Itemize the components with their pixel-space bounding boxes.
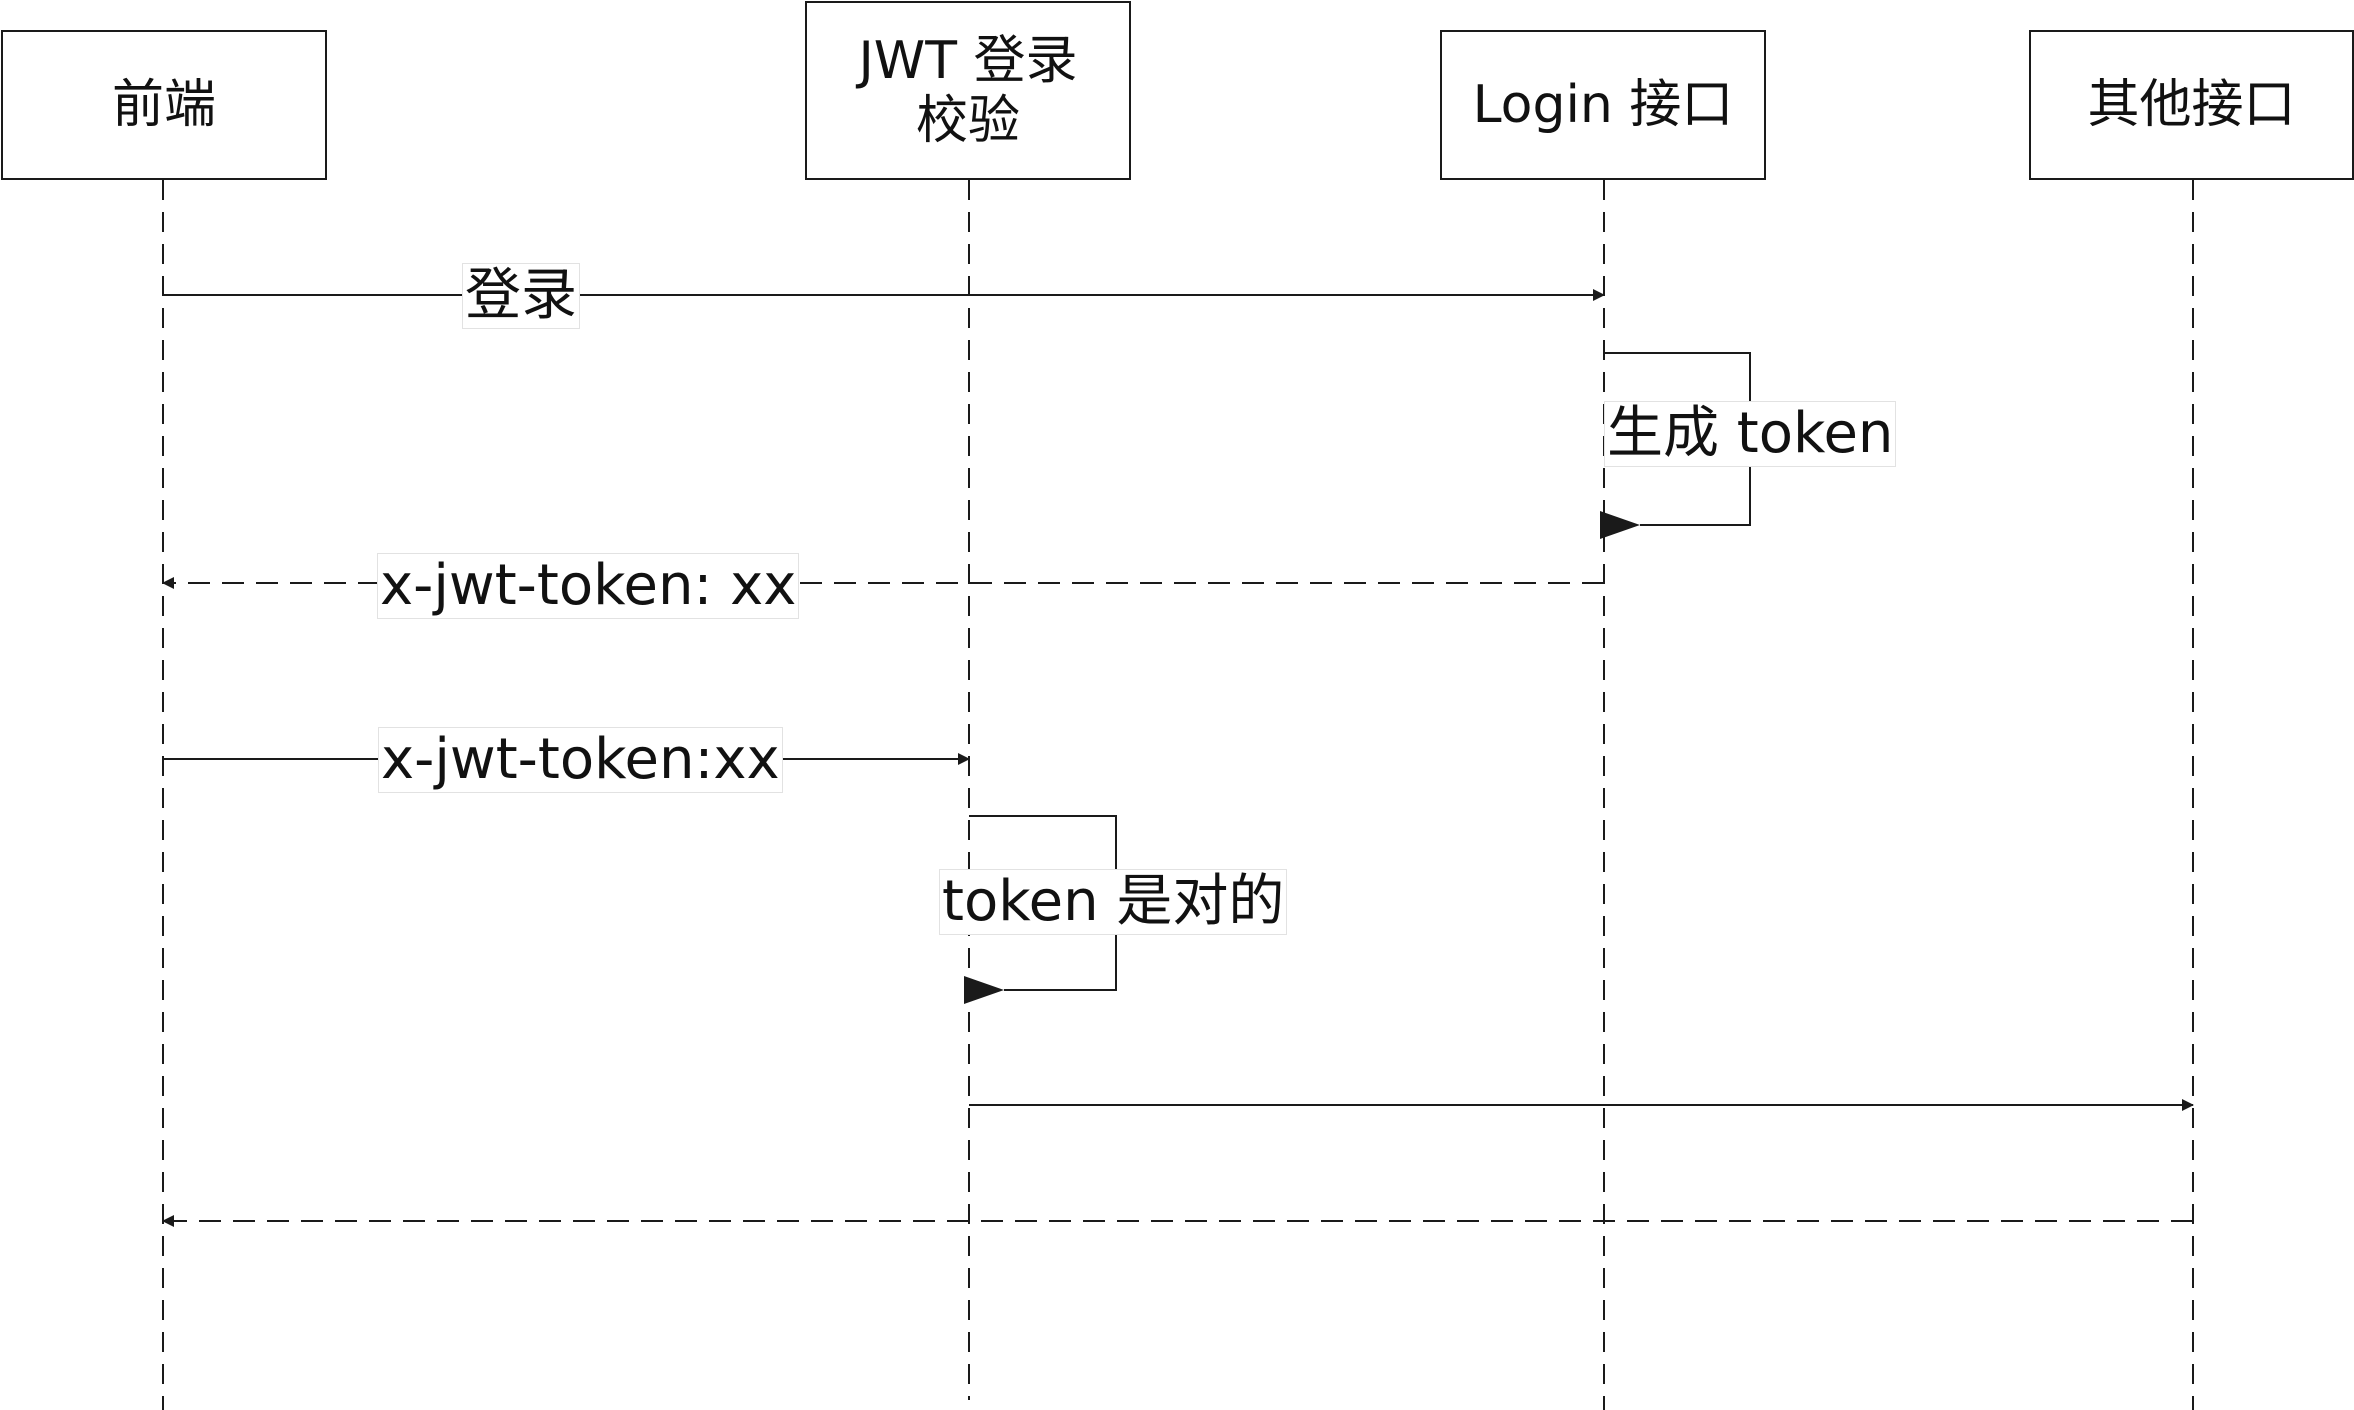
participant-jwt-label-line1: JWT 登录 <box>858 30 1078 91</box>
message-label-login: 登录 <box>462 263 580 329</box>
participant-jwt-label-line2: 校验 <box>915 90 1020 151</box>
participant-login-label: Login 接口 <box>1472 75 1734 135</box>
participant-login: Login 接口 <box>1440 30 1766 180</box>
message-label-token-request: x-jwt-token:xx <box>378 727 783 793</box>
participant-frontend-label: 前端 <box>111 75 216 135</box>
message-label-token-header: x-jwt-token: xx <box>377 553 800 619</box>
participant-other: 其他接口 <box>2029 30 2354 180</box>
message-label-token-valid: token 是对的 <box>939 869 1288 935</box>
participant-other-label: 其他接口 <box>2087 75 2296 135</box>
participant-jwt: JWT 登录 校验 <box>805 1 1131 180</box>
message-label-generate-token: 生成 token <box>1604 401 1897 467</box>
participant-frontend: 前端 <box>1 30 327 180</box>
